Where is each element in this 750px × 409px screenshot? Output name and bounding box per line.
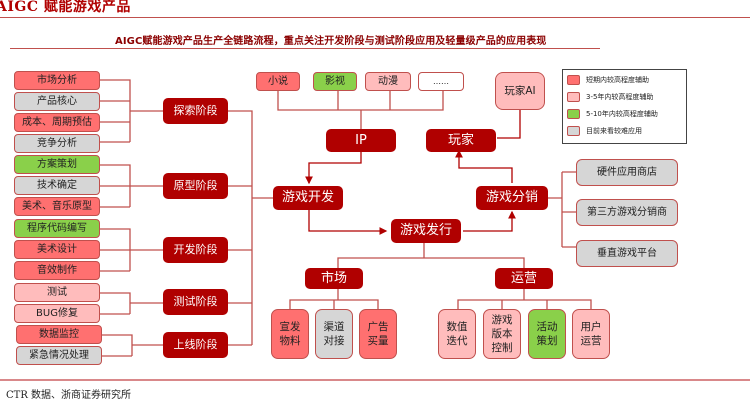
operation-node[interactable]: 运营 xyxy=(495,268,553,289)
task-box-art-design[interactable]: 美术设计 xyxy=(14,240,100,259)
task-box-cost-estimate[interactable]: 成本、周期预估 xyxy=(14,113,100,132)
task-box-competition-analysis[interactable]: 竞争分析 xyxy=(14,134,100,153)
connector-market-items xyxy=(289,287,379,311)
stage-launch[interactable]: 上线阶段 xyxy=(163,332,228,358)
market-node[interactable]: 市场 xyxy=(305,268,363,289)
channel-hardware-store[interactable]: 硬件应用商店 xyxy=(576,159,678,186)
operation-item-label: 游戏版本控制 xyxy=(491,313,513,355)
operation-item-label: 用户运营 xyxy=(580,320,602,347)
footer-divider xyxy=(0,379,750,381)
section-title: AIGC 赋能游戏产品 xyxy=(0,0,131,15)
connector-playerai xyxy=(497,110,521,139)
connector-stages-spine xyxy=(228,110,273,346)
task-box-testing[interactable]: 测试 xyxy=(14,283,100,302)
task-box-market-analysis[interactable]: 市场分析 xyxy=(14,71,100,90)
title-underline xyxy=(10,48,600,49)
operation-item-version-control[interactable]: 游戏版本控制 xyxy=(483,309,521,359)
stage-develop[interactable]: 开发阶段 xyxy=(163,237,228,263)
market-item-ad-buying[interactable]: 广告买量 xyxy=(359,309,397,359)
operation-item-user-ops[interactable]: 用户运营 xyxy=(572,309,610,359)
legend: 短期内较高程度辅助 3-5年内较高程度辅助 5-10年内较高程度辅助 目前来看较… xyxy=(562,69,687,144)
task-box-tech-decision[interactable]: 技术确定 xyxy=(14,176,100,195)
legend-item-mid-term: 3-5年内较高程度辅助 xyxy=(567,92,653,102)
connector-launch xyxy=(100,334,163,357)
connector-operation-items xyxy=(457,287,592,311)
task-box-plan-design[interactable]: 方案策划 xyxy=(14,155,100,174)
ip-source-anime[interactable]: 动漫 xyxy=(365,72,411,91)
task-box-product-core[interactable]: 产品核心 xyxy=(14,92,100,111)
source-note: ：CTR 数据、浙商证券研究所 xyxy=(0,390,132,401)
arrow-publish-to-dist xyxy=(463,210,516,232)
game-distribution-node[interactable]: 游戏分销 xyxy=(476,186,548,210)
connector-develop xyxy=(100,228,163,272)
stage-explore[interactable]: 探索阶段 xyxy=(163,98,228,124)
ip-source-film[interactable]: 影视 xyxy=(313,72,357,91)
legend-item-hard: 目前来看较难应用 xyxy=(567,126,642,136)
market-item-promo-material[interactable]: 宣发物料 xyxy=(271,309,309,359)
connector-explore xyxy=(100,79,163,143)
legend-label: 5-10年内较高程度辅助 xyxy=(586,110,658,118)
legend-item-long-term: 5-10年内较高程度辅助 xyxy=(567,109,658,119)
arrow-ip-to-dev xyxy=(305,150,362,185)
operation-item-label: 数值迭代 xyxy=(446,320,468,347)
game-publish-node[interactable]: 游戏发行 xyxy=(391,219,461,243)
ip-source-more[interactable]: …… xyxy=(418,72,464,91)
operation-item-label: 活动策划 xyxy=(536,320,558,347)
market-item-label: 宣发物料 xyxy=(279,320,301,347)
market-item-label: 渠道对接 xyxy=(323,320,345,347)
stage-test[interactable]: 测试阶段 xyxy=(163,289,228,315)
connector-channels xyxy=(548,171,576,248)
connector-ip-sources xyxy=(277,90,444,130)
operation-item-value-iteration[interactable]: 数值迭代 xyxy=(438,309,476,359)
legend-swatch xyxy=(567,109,580,119)
legend-swatch xyxy=(567,75,580,85)
connector-prototype xyxy=(100,164,163,208)
task-box-bug-fix[interactable]: BUG修复 xyxy=(14,304,100,323)
task-box-emergency-handling[interactable]: 紧急情况处理 xyxy=(16,346,102,365)
legend-swatch xyxy=(567,92,580,102)
player-node[interactable]: 玩家 xyxy=(426,129,496,152)
arrow-dist-to-player xyxy=(455,149,513,183)
ip-node[interactable]: IP xyxy=(326,129,396,152)
stage-prototype[interactable]: 原型阶段 xyxy=(163,173,228,199)
legend-label: 目前来看较难应用 xyxy=(586,127,642,135)
legend-swatch xyxy=(567,126,580,136)
figure-title: AIGC赋能游戏产品生产全链路流程，重点关注开发阶段与测试阶段应用及轻量级产品的… xyxy=(115,36,547,47)
connector-publish-branches xyxy=(337,243,525,268)
arrow-dev-to-publish xyxy=(308,210,388,235)
legend-label: 短期内较高程度辅助 xyxy=(586,76,649,84)
ip-source-novel[interactable]: 小说 xyxy=(256,72,300,91)
task-box-art-music-prototype[interactable]: 美术、音乐原型 xyxy=(14,197,100,216)
task-box-coding[interactable]: 程序代码编写 xyxy=(14,219,100,238)
channel-third-party[interactable]: 第三方游戏分销商 xyxy=(576,199,678,226)
game-dev-node[interactable]: 游戏开发 xyxy=(273,186,343,210)
legend-label: 3-5年内较高程度辅助 xyxy=(586,93,654,101)
market-item-channel[interactable]: 渠道对接 xyxy=(315,309,353,359)
market-item-label: 广告买量 xyxy=(367,320,389,347)
task-box-sound-production[interactable]: 音效制作 xyxy=(14,261,100,280)
header-divider xyxy=(0,17,750,18)
task-box-data-monitoring[interactable]: 数据监控 xyxy=(16,325,102,344)
operation-item-event-planning[interactable]: 活动策划 xyxy=(528,309,566,359)
legend-item-short-term: 短期内较高程度辅助 xyxy=(567,75,649,85)
channel-vertical-platform[interactable]: 垂直游戏平台 xyxy=(576,240,678,267)
player-ai-box[interactable]: 玩家AI xyxy=(495,72,545,110)
connector-test xyxy=(100,292,163,315)
